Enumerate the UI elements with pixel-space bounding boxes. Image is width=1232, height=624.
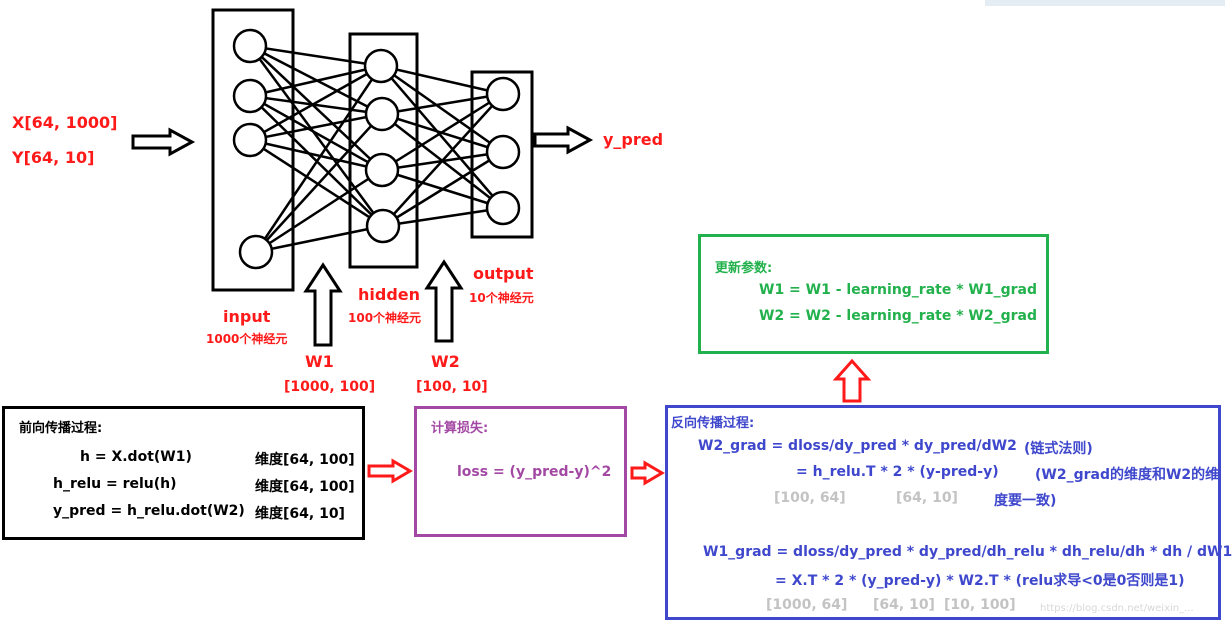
connection-line	[249, 44, 382, 68]
hidden-layer-name: hidden	[358, 285, 421, 304]
connection-line	[249, 138, 383, 172]
w2-grad-dim2: [64, 10]	[896, 490, 958, 506]
connection-line	[249, 64, 382, 98]
w1-grad-line1: W1_grad = dloss/dy_pred * dy_pred/dh_rel…	[703, 544, 1232, 560]
connection-line	[382, 150, 504, 228]
connection-line	[255, 224, 384, 254]
loss-expr: loss = (y_pred-y)^2	[457, 464, 612, 480]
connection-line	[255, 168, 383, 254]
w2-arrow	[424, 259, 464, 343]
connection-line	[255, 113, 383, 253]
neurons	[232, 28, 521, 270]
output-arrow	[533, 125, 594, 155]
neuron	[485, 134, 521, 170]
backward-title: 反向传播过程:	[671, 416, 755, 431]
connection-line	[380, 64, 504, 154]
update-w2-line: W2 = W2 - learning_rate * W2_grad	[759, 308, 1037, 324]
top-bar-remnant	[985, 0, 1225, 6]
loss-title: 计算损失:	[431, 421, 489, 436]
neuron	[232, 78, 268, 114]
neuron	[485, 76, 521, 112]
forward-row-expr: h_relu = relu(h)	[53, 476, 177, 492]
connection-line	[249, 45, 383, 171]
connection-line	[249, 112, 383, 142]
neuron	[363, 48, 399, 84]
connection-line	[249, 138, 384, 228]
forward-title: 前向传播过程:	[19, 421, 103, 436]
input-x-label: X[64, 1000]	[12, 113, 118, 132]
connection-line	[380, 64, 504, 96]
connection-line	[382, 93, 504, 227]
w1-name: W1	[305, 352, 334, 371]
update-w1-line: W1 = W1 - learning_rate * W1_grad	[759, 282, 1037, 298]
w2-grad-note2a: (W2_grad的维度和W2的维	[1035, 467, 1220, 483]
update-title: 更新参数:	[715, 261, 773, 276]
neuron	[364, 152, 400, 188]
connection-line	[249, 94, 383, 116]
connection-line	[248, 45, 385, 227]
neuron	[365, 208, 401, 244]
output-y-pred-label: y_pred	[603, 130, 664, 149]
w1-grad-dim1: [1000, 64]	[766, 597, 848, 613]
input-y-label: Y[64, 10]	[12, 148, 95, 167]
connection-line	[249, 94, 383, 172]
w2-grad-dim1: [100, 64]	[774, 490, 846, 506]
w1-grad-dim3: [10, 100]	[944, 597, 1016, 613]
w1-shape: [1000, 100]	[284, 379, 376, 395]
w2-grad-line2: = h_relu.T * 2 * (y-pred-y)	[796, 464, 999, 480]
output-layer-count: 10个神经元	[469, 291, 534, 305]
forward-row-expr: h = X.dot(W1)	[80, 449, 192, 465]
backward-to-update-arrow	[832, 358, 872, 403]
loss-to-backward-arrow	[630, 460, 665, 486]
connection-line	[254, 65, 383, 253]
connection-line	[382, 206, 504, 228]
neuron	[485, 190, 521, 226]
neuron	[364, 96, 400, 132]
input-layer-count: 1000个神经元	[206, 332, 288, 346]
neuron	[238, 234, 274, 270]
connection-line	[249, 64, 382, 142]
connection-line	[381, 92, 504, 116]
hidden-layer-count: 100个神经元	[348, 311, 422, 325]
w1-grad-dim2: [64, 10]	[873, 597, 935, 613]
w1-arrow	[303, 262, 343, 347]
w2-grad-note1: (链式法则)	[1024, 441, 1093, 457]
w2-grad-line1: W2_grad = dloss/dy_pred * dy_pred/dW2	[698, 438, 1017, 454]
connection-line	[381, 92, 504, 172]
forward-box: 前向传播过程: h = X.dot(W1) 维度[64, 100] h_relu…	[2, 406, 365, 540]
w2-grad-note2b: 度要一致)	[994, 493, 1057, 509]
output-layer-box	[470, 70, 534, 239]
input-arrow	[131, 127, 196, 157]
w1-grad-line2: = X.T * 2 * (y_pred-y) * W2.T * (relu求导<…	[775, 573, 1185, 589]
arrows	[131, 125, 872, 486]
backward-box: 反向传播过程: W2_grad = dloss/dy_pred * dy_pre…	[665, 405, 1232, 620]
watermark: https://blog.csdn.net/weixin_...	[1040, 603, 1194, 614]
loss-box: 计算损失: loss = (y_pred-y)^2	[414, 406, 627, 537]
neuron	[232, 28, 268, 64]
forward-row-dim: 维度[64, 100]	[255, 479, 355, 495]
w2-name: W2	[431, 352, 460, 371]
forward-row-dim: 维度[64, 10]	[255, 506, 345, 522]
forward-row-dim: 维度[64, 100]	[255, 452, 355, 468]
update-params-box: 更新参数: W1 = W1 - learning_rate * W1_grad …	[698, 234, 1049, 354]
forward-to-loss-arrow	[367, 458, 413, 484]
w2-shape: [100, 10]	[416, 379, 488, 395]
forward-row-expr: y_pred = h_relu.dot(W2)	[53, 503, 245, 519]
connection-line	[380, 65, 504, 209]
connection-lines	[248, 44, 504, 254]
output-layer-name: output	[473, 264, 534, 283]
input-layer-name: input	[223, 307, 271, 326]
neuron	[232, 122, 268, 158]
